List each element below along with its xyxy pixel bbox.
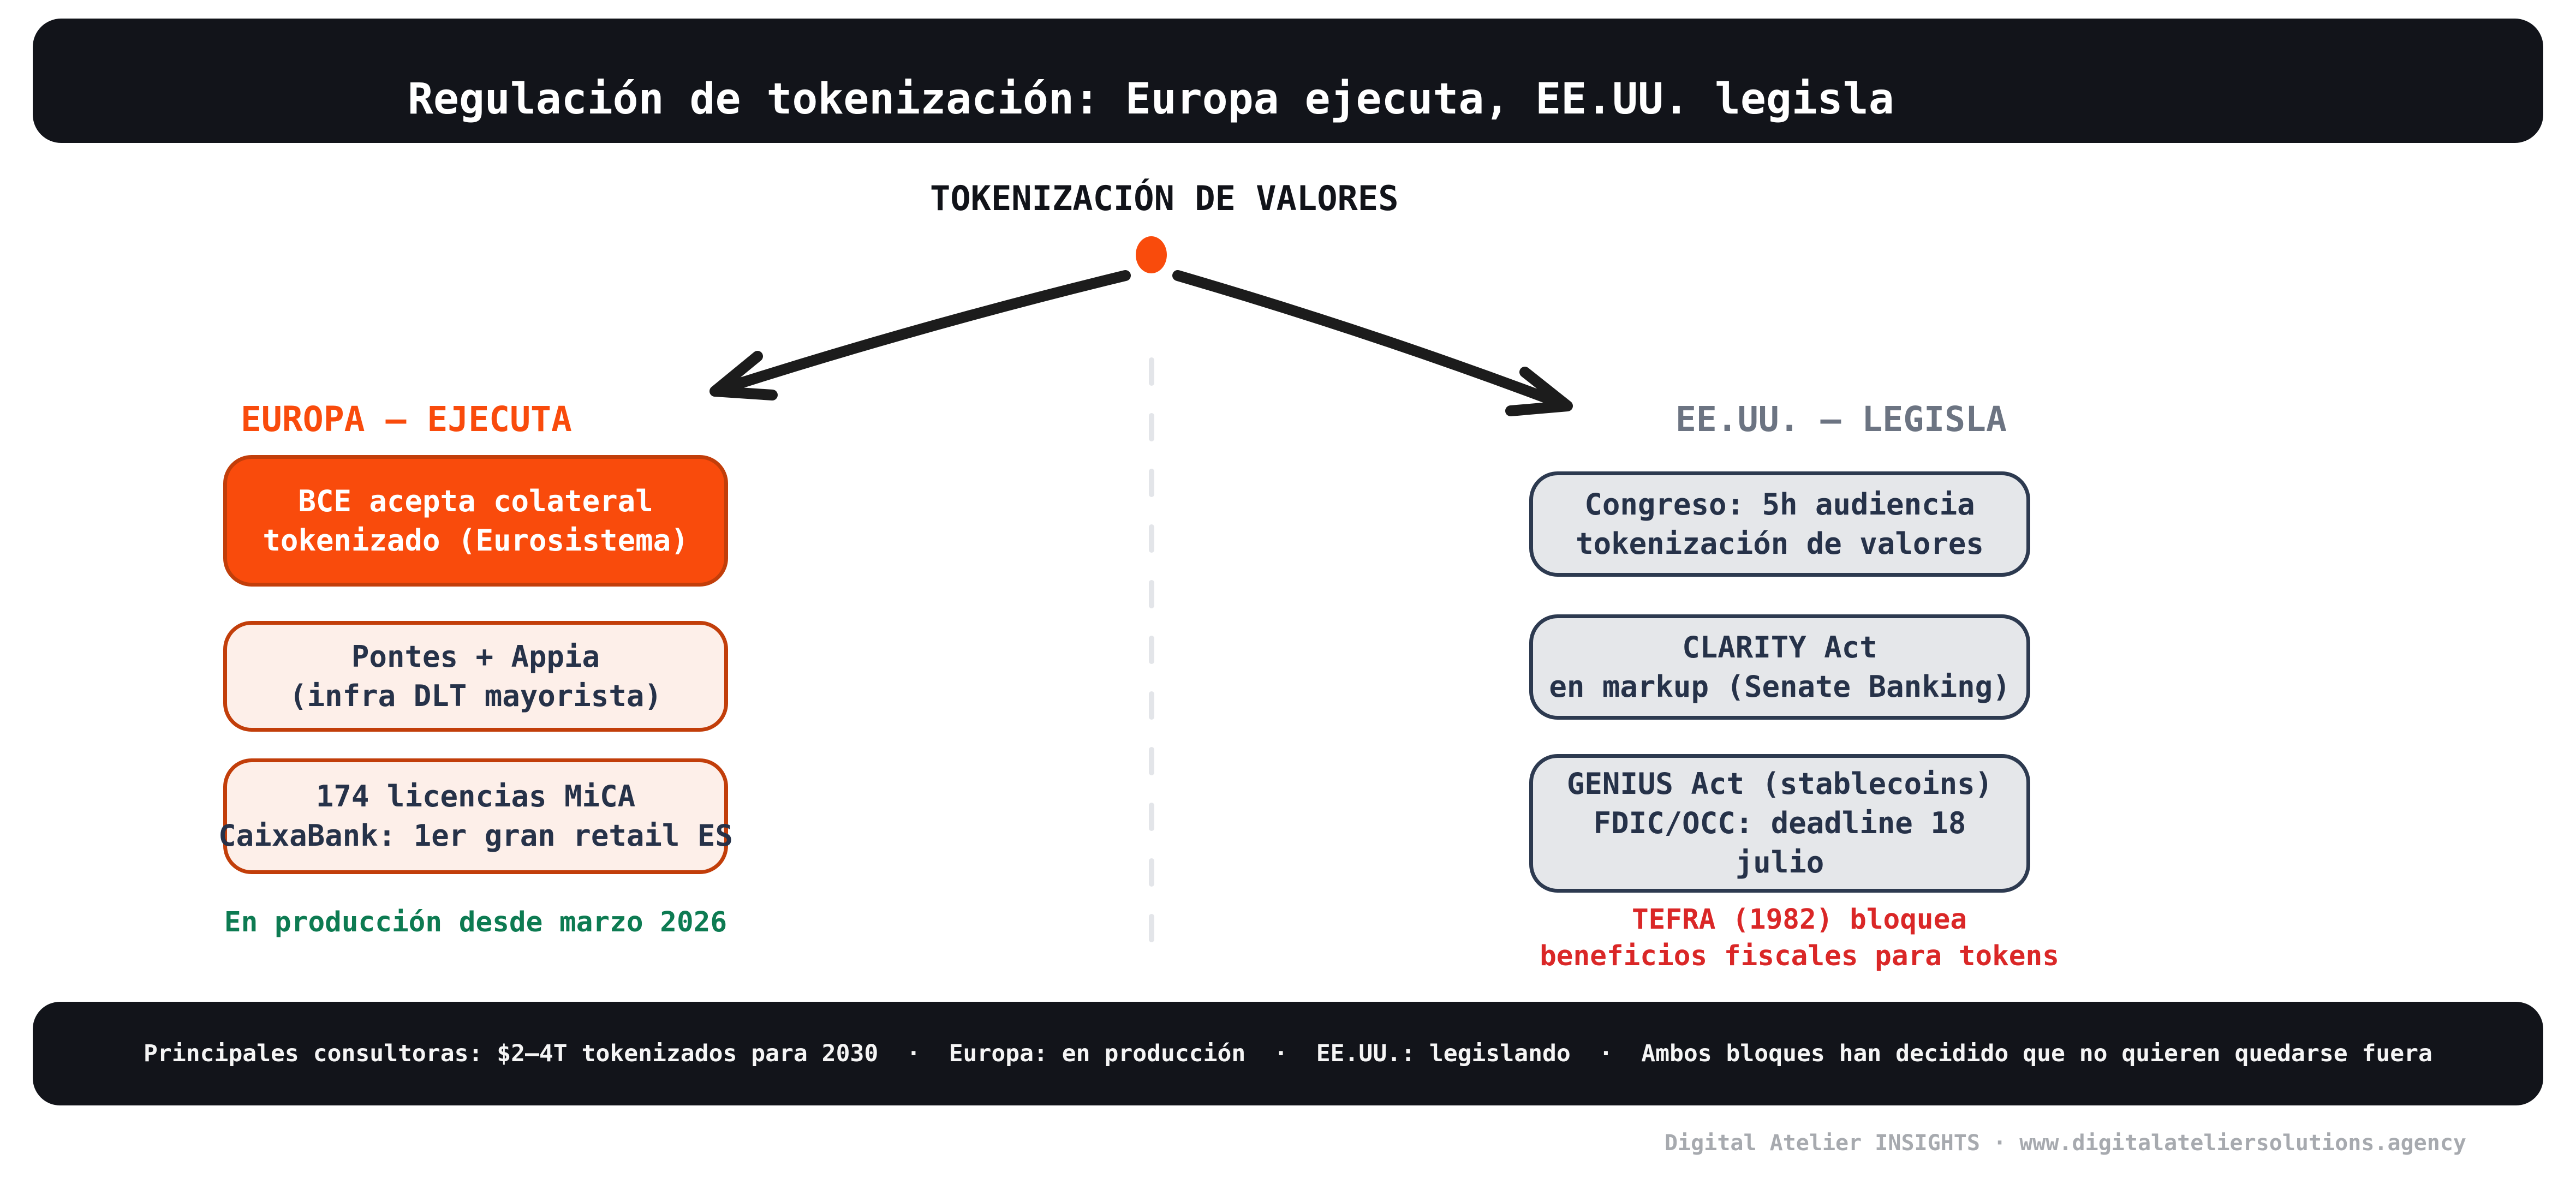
left-box-bce-collateral: BCE acepta colateral tokenizado (Eurosis… (223, 455, 728, 587)
right-column-header: EE.UU. — LEGISLA (1675, 399, 2007, 439)
box-line: 174 licencias MiCA (315, 779, 636, 814)
root-node-label: TOKENIZACIÓN DE VALORES (930, 178, 1399, 218)
root-node-dot (1136, 236, 1167, 273)
note-line: TEFRA (1982) bloquea (1631, 904, 1967, 936)
summary-text: Principales consultoras: $2–4T tokenizad… (144, 1039, 2432, 1067)
box-line: julio (1735, 845, 1824, 880)
box-line: FDIC/OCC: deadline 18 (1593, 806, 1966, 841)
right-branch-arrow (1172, 270, 1573, 416)
box-line: en markup (Senate Banking) (1549, 669, 2011, 704)
right-box-genius-act: GENIUS Act (stablecoins) FDIC/OCC: deadl… (1529, 754, 2030, 893)
note-line: beneficios fiscales para tokens (1540, 940, 2059, 973)
box-line: tokenización de valores (1576, 526, 1984, 561)
right-status-note: TEFRA (1982) bloquea beneficios fiscales… (1540, 901, 2059, 975)
left-branch-arrow (709, 270, 1131, 400)
attribution-text: Digital Atelier INSIGHTS · www.digitalat… (1664, 1131, 2466, 1156)
box-line: CLARITY Act (1682, 630, 1877, 665)
page-title: Regulación de tokenización: Europa ejecu… (408, 75, 1894, 124)
box-line: tokenizado (Eurosistema) (263, 523, 689, 558)
left-column-header: EUROPA — EJECUTA (241, 399, 572, 439)
left-box-mica-licenses: 174 licencias MiCA CaixaBank: 1er gran r… (218, 758, 733, 874)
title-bar: Regulación de tokenización: Europa ejecu… (33, 19, 2543, 143)
box-line: Congreso: 5h audiencia (1584, 487, 1975, 522)
box-line: (infra DLT mayorista) (289, 678, 662, 713)
box-line: CaixaBank: 1er gran retail ES (218, 818, 733, 853)
right-box-congress-hearing: Congreso: 5h audiencia tokenización de v… (1529, 471, 2030, 577)
note-line: En producción desde marzo 2026 (224, 906, 728, 938)
box-line: Pontes + Appia (351, 639, 600, 674)
box-line: GENIUS Act (stablecoins) (1566, 767, 1993, 802)
right-box-clarity-act: CLARITY Act en markup (Senate Banking) (1529, 614, 2030, 720)
box-line: BCE acepta colateral (298, 483, 653, 518)
left-box-pontes-appia: Pontes + Appia (infra DLT mayorista) (223, 621, 728, 732)
summary-bar: Principales consultoras: $2–4T tokenizad… (33, 1002, 2543, 1105)
left-status-note: En producción desde marzo 2026 (223, 904, 728, 941)
